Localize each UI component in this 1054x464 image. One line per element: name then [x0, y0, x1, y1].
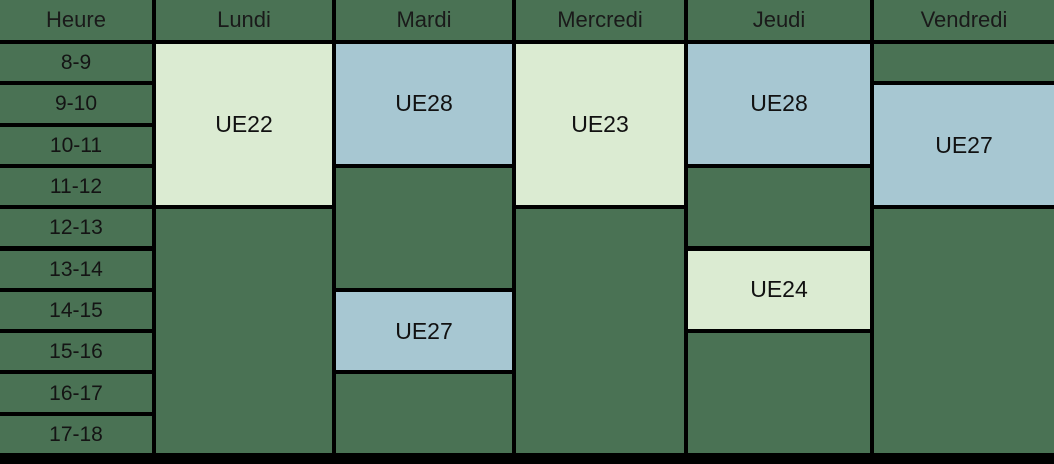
hour-slot-8-9: 8-9	[0, 44, 152, 82]
course-block-ue28-jeudi[interactable]: UE28	[688, 44, 870, 164]
hour-slot-17-18: 17-18	[0, 415, 152, 453]
hour-slot-15-16: 15-16	[0, 333, 152, 371]
hour-slot-14-15: 14-15	[0, 291, 152, 330]
course-block-ue28-mardi[interactable]: UE28	[336, 44, 512, 164]
course-block-ue22-lundi[interactable]: UE22	[156, 44, 332, 206]
hour-slot-9-10: 9-10	[0, 85, 152, 123]
course-block-ue27-vendredi[interactable]: UE27	[874, 85, 1054, 206]
course-block-ue24-jeudi[interactable]: UE24	[688, 250, 870, 330]
hour-slot-16-17: 16-17	[0, 374, 152, 412]
hour-slot-10-11: 10-11	[0, 126, 152, 164]
free-slot-block[interactable]	[688, 333, 870, 453]
free-slot-block[interactable]	[336, 374, 512, 453]
column-header-lundi: Lundi	[156, 0, 332, 40]
hour-slot-13-14: 13-14	[0, 250, 152, 288]
free-slot-block[interactable]	[156, 209, 332, 453]
column-header-vendredi: Vendredi	[874, 0, 1054, 40]
free-slot-block[interactable]	[516, 209, 684, 453]
column-header-mardi: Mardi	[336, 0, 512, 40]
course-block-ue27-mardi[interactable]: UE27	[336, 291, 512, 371]
free-slot-block[interactable]	[688, 167, 870, 247]
column-header-jeudi: Jeudi	[688, 0, 870, 40]
column-header-mercredi: Mercredi	[516, 0, 684, 40]
free-slot-block[interactable]	[874, 44, 1054, 82]
free-slot-block[interactable]	[336, 167, 512, 288]
free-slot-block[interactable]	[874, 209, 1054, 453]
column-header-heure: Heure	[0, 0, 152, 40]
hour-slot-12-13: 12-13	[0, 209, 152, 247]
course-block-ue23-mercredi[interactable]: UE23	[516, 44, 684, 206]
hour-slot-11-12: 11-12	[0, 167, 152, 206]
